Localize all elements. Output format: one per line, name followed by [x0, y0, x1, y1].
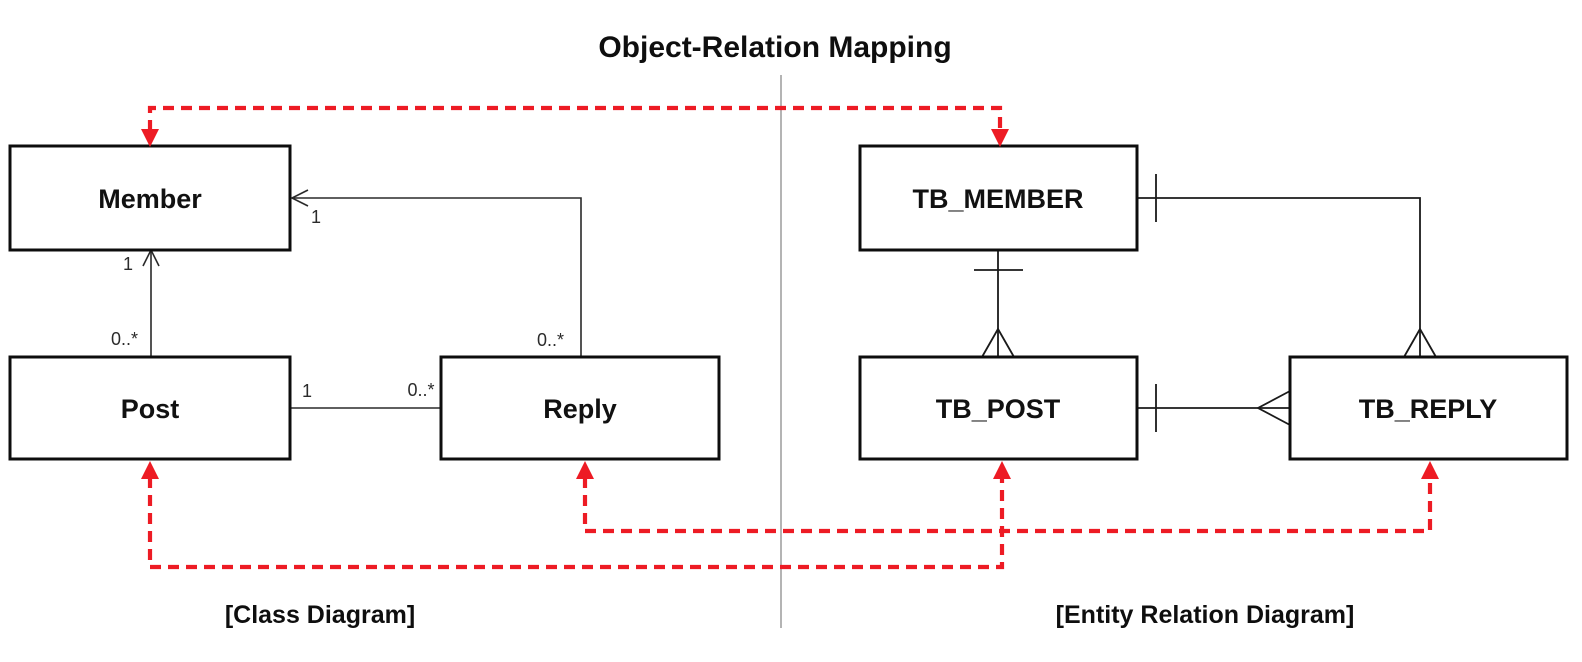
table-box-tb-post: TB_POST — [858, 355, 1139, 461]
class-box-rect — [8, 355, 292, 461]
class-diagram-caption: [Class Diagram] — [225, 601, 415, 629]
cardinality-label: 1 — [302, 381, 312, 401]
relation-member-post — [974, 250, 1023, 358]
class-name: Member — [98, 184, 202, 214]
table-name: TB_MEMBER — [912, 184, 1083, 214]
mapping-arrows — [141, 105, 1439, 570]
page-title: Object-Relation Mapping — [598, 31, 951, 64]
open-arrowhead-icon — [290, 189, 309, 207]
cardinality-label: 0..* — [407, 380, 434, 400]
mapping-dashed-line — [147, 105, 1003, 131]
class-box-reply: Reply — [439, 355, 721, 461]
table-box-rect — [1288, 355, 1569, 461]
arrowhead-up-icon — [993, 461, 1011, 479]
arrowhead-up-icon — [141, 461, 159, 479]
mapping-dashed-line — [147, 477, 1005, 570]
table-box-rect — [858, 144, 1139, 252]
table-name: TB_REPLY — [1359, 394, 1498, 424]
class-box-member: Member — [8, 144, 292, 252]
mapping-reply-tbreply — [576, 461, 1439, 534]
arrowhead-up-icon — [1421, 461, 1439, 479]
association-post-reply: 1 0..* — [290, 380, 441, 409]
cardinality-label: 1 — [311, 207, 321, 227]
association-post-member: 1 0..* — [111, 248, 160, 357]
relation-member-reply — [1137, 174, 1437, 358]
er-diagram: TB_MEMBER TB_POST TB_REPLY [Entity Relat… — [858, 144, 1569, 629]
cardinality-label: 1 — [123, 254, 133, 274]
arrowhead-up-icon — [576, 461, 594, 479]
crow-foot-icon — [1256, 390, 1291, 426]
table-name: TB_POST — [936, 394, 1061, 424]
class-diagram: 1 0..* 1 0..* 1 0..* Member Post Reply — [8, 144, 721, 629]
cardinality-label: 0..* — [537, 330, 564, 350]
class-name: Post — [121, 394, 180, 424]
relation-line — [1137, 197, 1421, 357]
class-box-rect — [439, 355, 721, 461]
mapping-post-tbpost — [141, 461, 1011, 570]
class-box-post: Post — [8, 355, 292, 461]
class-box-rect — [8, 144, 292, 252]
crow-foot-icon — [1403, 327, 1437, 358]
table-box-tb-reply: TB_REPLY — [1288, 355, 1569, 461]
arrowhead-down-icon — [991, 129, 1009, 147]
crow-foot-icon — [981, 327, 1015, 358]
relation-post-reply — [1137, 384, 1291, 432]
class-name: Reply — [543, 394, 617, 424]
table-box-tb-member: TB_MEMBER — [858, 144, 1139, 252]
mapping-member-tbmember — [141, 105, 1009, 147]
table-box-rect — [858, 355, 1139, 461]
association-reply-member: 1 0..* — [290, 189, 582, 357]
arrowhead-down-icon — [141, 129, 159, 147]
cardinality-label: 0..* — [111, 329, 138, 349]
mapping-dashed-line — [582, 477, 1433, 534]
association-line — [292, 197, 582, 357]
er-diagram-caption: [Entity Relation Diagram] — [1056, 601, 1355, 629]
